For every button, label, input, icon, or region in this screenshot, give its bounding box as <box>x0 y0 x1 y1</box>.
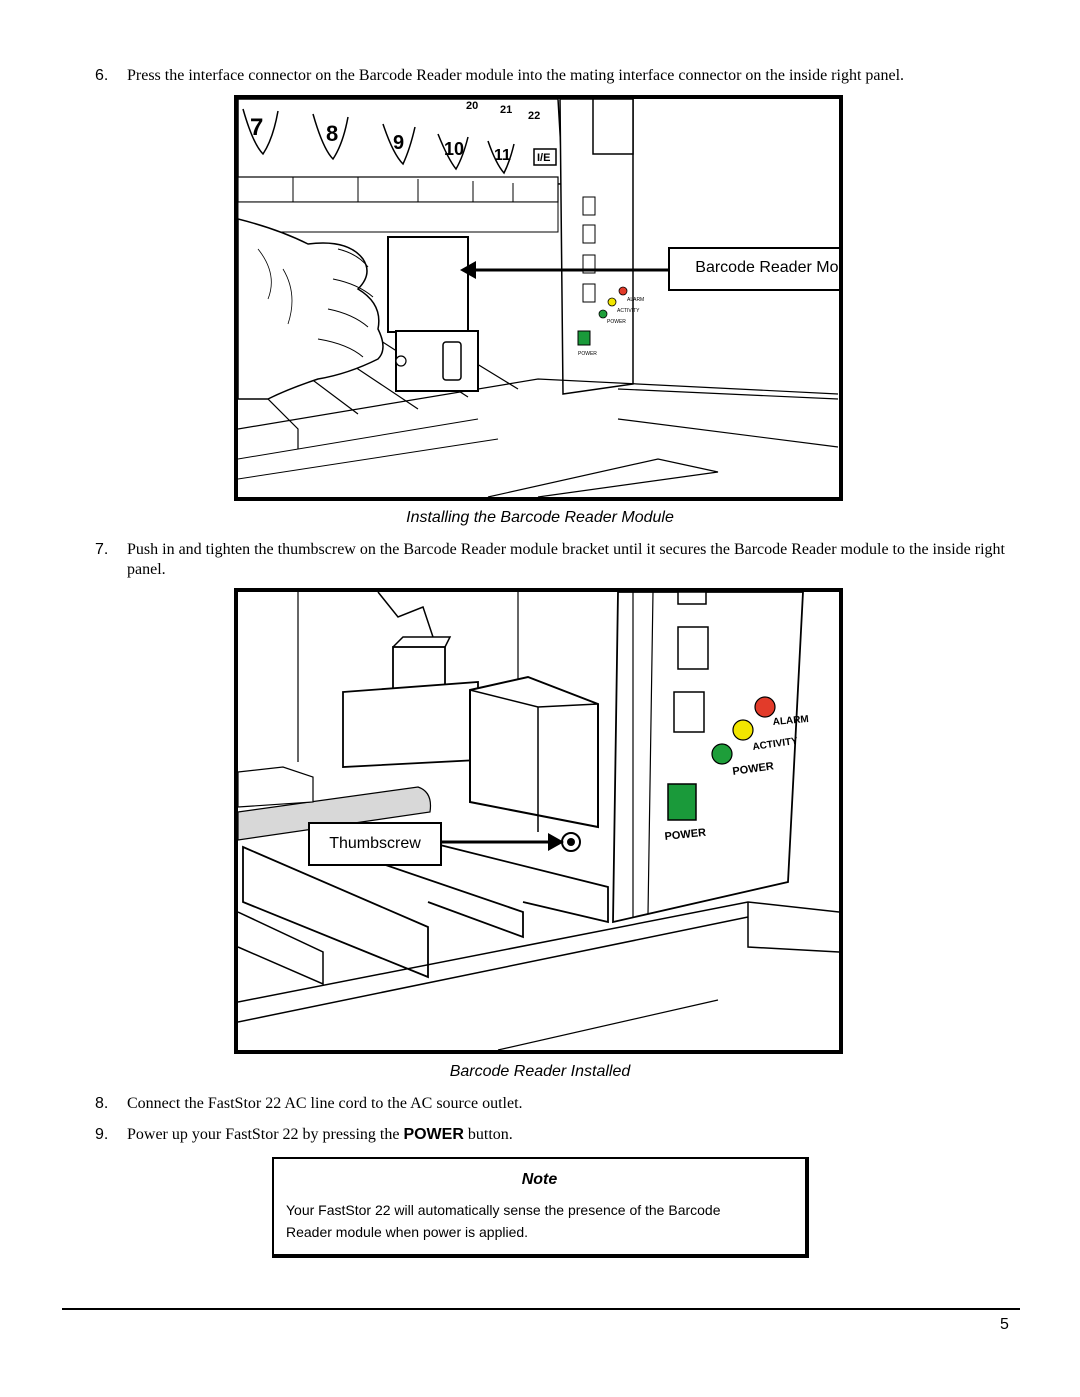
step-number: 9. <box>95 1126 109 1143</box>
callout-thumbscrew: Thumbscrew <box>308 822 442 866</box>
slot-number-20: 20 <box>466 100 478 112</box>
slot-number-7: 7 <box>250 114 263 141</box>
led-activity <box>732 719 754 741</box>
ie-label: I/E <box>537 152 550 164</box>
led-label-activity: ACTIVITY <box>617 308 640 314</box>
power-label: POWER <box>578 351 597 357</box>
slot-number-9: 9 <box>393 132 404 154</box>
step-text: Connect the FastStor 22 AC line cord to … <box>127 1095 523 1112</box>
step-number: 8. <box>95 1095 109 1112</box>
step-text-before: Power up your FastStor 22 by pressing th… <box>127 1126 404 1143</box>
slot-number-8: 8 <box>326 121 338 146</box>
note-text: Your FastStor 22 will automatically sens… <box>286 1202 721 1240</box>
led-label-power: POWER <box>607 319 626 325</box>
power-keyword: POWER <box>403 1126 464 1143</box>
caption-installed: Barcode Reader Installed <box>449 1063 631 1080</box>
note-title: Note <box>521 1171 558 1188</box>
note-box: Note Your FastStor 22 will automatically… <box>272 1157 809 1258</box>
led-power <box>711 743 733 765</box>
step-8: 8. Connect the FastStor 22 AC line cord … <box>95 1094 1025 1114</box>
power-label: POWER <box>664 827 707 843</box>
figure-installing-illustration: 7 8 9 10 11 20 21 22 I/E ALARM ACTIVITY … <box>238 99 839 497</box>
page-number: 5 <box>1000 1316 1009 1333</box>
slot-number-11: 11 <box>494 147 511 164</box>
step-text-after: button. <box>463 1126 513 1143</box>
power-button <box>577 330 591 346</box>
led-label-alarm: ALARM <box>627 297 644 303</box>
step-number: 6. <box>95 67 109 84</box>
caption-installing: Installing the Barcode Reader Module <box>406 509 674 526</box>
figure-barcode-reader-installed: ALARM ACTIVITY POWER POWER Thumbscrew <box>234 588 843 1054</box>
slot-number-21: 21 <box>500 104 512 116</box>
step-7: 7. Push in and tighten the thumbscrew on… <box>95 540 1025 580</box>
step-number: 7. <box>95 541 109 558</box>
step-6: 6. Press the interface connector on the … <box>95 66 1025 86</box>
led-alarm <box>754 696 776 718</box>
step-text: Power up your FastStor 22 by pressing th… <box>127 1125 1025 1145</box>
footer-rule <box>62 1308 1020 1310</box>
led-label-alarm: ALARM <box>772 714 809 728</box>
figure-installed-illustration: ALARM ACTIVITY POWER POWER <box>238 592 839 1050</box>
power-button <box>667 783 697 821</box>
figure-installing-module: 7 8 9 10 11 20 21 22 I/E ALARM ACTIVITY … <box>234 95 843 501</box>
step-text: Push in and tighten the thumbscrew on th… <box>127 541 1005 578</box>
callout-barcode-reader-module: Barcode Reader Module <box>668 247 839 291</box>
slot-number-22: 22 <box>528 110 540 122</box>
step-9: 9. Power up your FastStor 22 by pressing… <box>95 1125 1025 1145</box>
slot-number-10: 10 <box>444 139 464 159</box>
led-label-power: POWER <box>732 760 775 778</box>
step-text: Press the interface connector on the Bar… <box>127 67 905 84</box>
